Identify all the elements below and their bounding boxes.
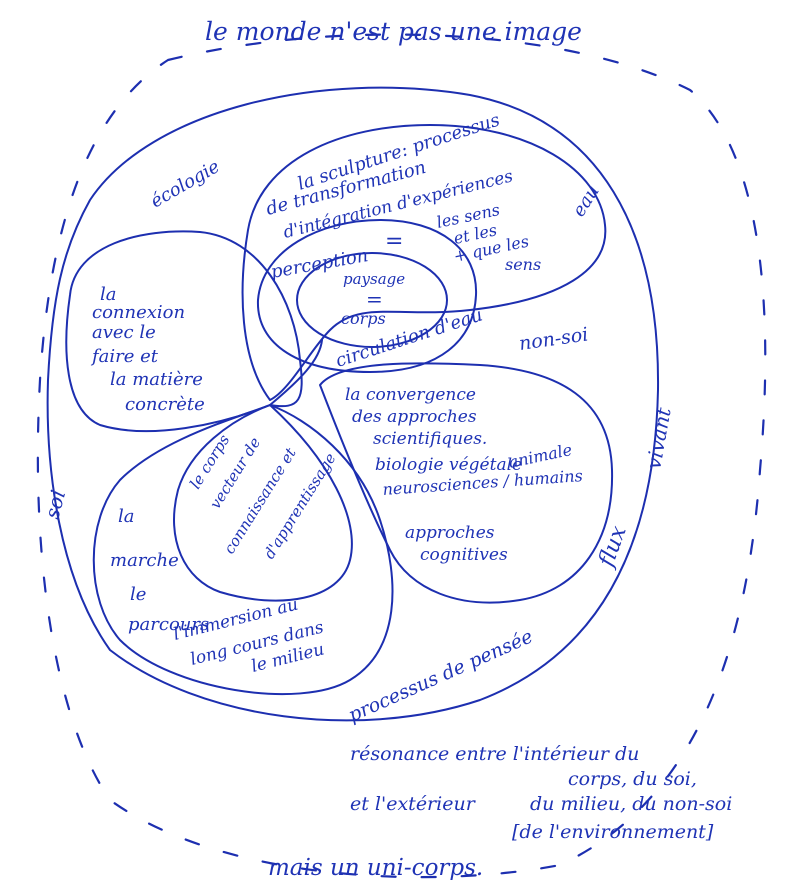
resonance-line-5: [de l'environnement] bbox=[512, 821, 714, 843]
bottom-petal-outline bbox=[92, 404, 394, 696]
outer-line-4: parcours bbox=[128, 614, 209, 635]
outer-line-1: la bbox=[118, 506, 135, 527]
label-soi: soi bbox=[40, 487, 71, 521]
center-ellipse bbox=[296, 252, 448, 348]
label-vivant: vivant bbox=[641, 405, 676, 471]
right-line-1: la convergence bbox=[345, 385, 476, 405]
outer-line-3: le bbox=[130, 584, 146, 605]
outer-line-2: marche bbox=[110, 550, 179, 571]
left-line-6: concrète bbox=[125, 394, 205, 415]
left-line-4: faire et bbox=[90, 346, 159, 367]
resonance-line-1: résonance entre l'intérieur du bbox=[350, 743, 639, 765]
right-petal-outline bbox=[319, 362, 614, 604]
left-line-1: la bbox=[100, 284, 117, 305]
right-line-2: des approches bbox=[352, 407, 477, 427]
label-ecologie: écologie bbox=[147, 156, 223, 212]
left-line-2: connexion bbox=[92, 302, 185, 323]
left-line-5: la matière bbox=[110, 369, 203, 390]
center-paysage: paysage bbox=[343, 270, 405, 288]
main-circle bbox=[46, 86, 660, 722]
perception-equals: = bbox=[385, 229, 403, 254]
top-petal-outline bbox=[241, 124, 607, 401]
right-line-8: cognitives bbox=[420, 545, 508, 565]
label-eau: eau bbox=[568, 182, 603, 221]
label-non-soi: non-soi bbox=[518, 323, 590, 354]
header-text: le monde n'est pas une image bbox=[205, 17, 582, 46]
resonance-line-3: et l'extérieur bbox=[350, 793, 477, 815]
right-line-4: biologie végétale bbox=[375, 455, 522, 475]
right-line-3: scientifiques. bbox=[373, 429, 487, 449]
footer-text: mais un uni-corps. bbox=[268, 855, 483, 881]
label-flux: flux bbox=[593, 522, 631, 572]
left-petal-outline bbox=[65, 230, 303, 433]
center-equals: = bbox=[366, 287, 383, 311]
bottom-inner-outline bbox=[173, 404, 353, 602]
stem-curve bbox=[269, 339, 323, 406]
right-line-7: approches bbox=[405, 523, 495, 543]
resonance-line-4: du milieu, du non-soi bbox=[530, 793, 732, 815]
resonance-line-2: corps, du soi, bbox=[568, 768, 697, 790]
outer-dashed-boundary bbox=[36, 33, 767, 879]
left-line-3: avec le bbox=[92, 322, 156, 343]
perception-ellipse bbox=[256, 219, 478, 373]
center-corps: corps bbox=[341, 309, 386, 328]
perception-sens-4: sens bbox=[505, 255, 541, 274]
